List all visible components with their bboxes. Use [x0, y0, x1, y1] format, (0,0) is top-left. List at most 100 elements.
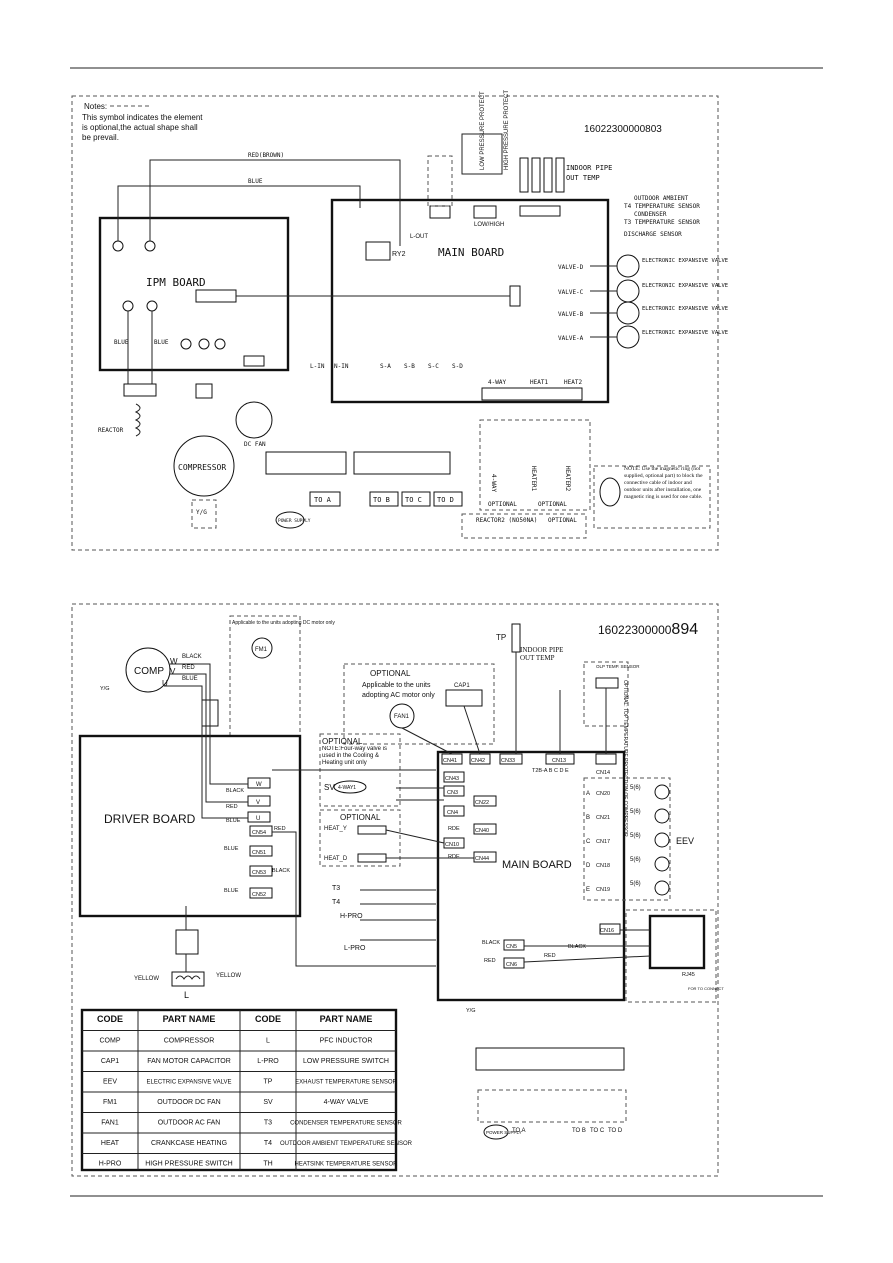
- parts-table-cell: L-PRO: [257, 1058, 279, 1065]
- wiring-lines-2: [164, 652, 651, 972]
- cap1-label: CAP1: [454, 683, 470, 689]
- eev-label-1: ELECTRONIC EXPANSIVE VALVE: [642, 258, 728, 264]
- cn33-label: CN33: [501, 758, 515, 764]
- heater2-label: HEATER2: [564, 466, 571, 492]
- power-supply-1: [275, 511, 305, 529]
- u-terminal-label: U: [256, 816, 260, 822]
- tp-label: TP: [496, 633, 506, 642]
- notes-line-3: be prevail.: [82, 133, 119, 142]
- to-c-label: TO C: [405, 496, 422, 504]
- t4-label: OUTDOOR AMBIENT: [634, 195, 689, 202]
- power-supply-2-label: POWER SUPPLY: [486, 1130, 522, 1135]
- cn3-conn: [443, 785, 465, 797]
- w-black: BLACK: [226, 788, 244, 794]
- eev-column: [590, 254, 640, 349]
- fan1-label: FAN1: [394, 714, 410, 720]
- terminal-block-power: [265, 451, 347, 475]
- cn6-red: RED: [484, 958, 496, 964]
- cn14-conn: [595, 753, 617, 765]
- parts-table-cell: OUTDOOR DC FAN: [157, 1099, 220, 1106]
- cn44-terminal: [112, 240, 124, 252]
- comp-w: W: [170, 657, 178, 666]
- indoor-pipe-label: INDOOR PIPE: [566, 164, 612, 172]
- valve-b-label: VALVE-B: [558, 311, 584, 318]
- parts-table-cell: CAP1: [101, 1058, 119, 1065]
- cn2-terminal: [122, 300, 134, 312]
- four-way-valve: [333, 780, 367, 794]
- t4-sub-label: T4 TEMPERATURE SENSOR: [624, 203, 700, 210]
- four-way-label-1: 4-WAY: [488, 379, 506, 386]
- t4-sensor: T4: [332, 899, 340, 906]
- parts-table-cell: CRANKCASE HEATING: [151, 1140, 227, 1147]
- rj45-opt-box: [625, 909, 717, 1003]
- sv-label: SV: [324, 783, 335, 792]
- wires-b: 5(6): [630, 809, 641, 815]
- reactor-coil: [134, 403, 141, 437]
- comp-blue-label: BLUE: [182, 676, 198, 682]
- cn22-conn: [473, 795, 497, 807]
- cn53-black: BLACK: [272, 868, 290, 874]
- notes-title: Notes:: [84, 102, 107, 111]
- compressor-ferrite: [195, 383, 213, 399]
- valve-d-label: VALVE-D: [558, 264, 584, 271]
- parts-table-cell: T3: [264, 1120, 272, 1127]
- l-pro-label: L-PRO: [344, 945, 366, 952]
- cn51-label: CN51: [252, 850, 266, 856]
- u-blue: BLUE: [226, 818, 241, 824]
- eev-valves-2: [583, 777, 671, 901]
- comp-yg: Y/G: [100, 686, 109, 692]
- fm1-label: FM1: [255, 647, 268, 653]
- cn40-conn: [473, 823, 497, 835]
- rj45-board: [648, 914, 706, 970]
- dc-fan-1: [235, 401, 273, 439]
- cn1-ipm: [195, 289, 237, 303]
- high-pressure-label: HIGH PRESSURE PROTECT: [504, 90, 510, 170]
- parts-table-cell: HEAT: [101, 1140, 120, 1147]
- cn43-label: CN43: [445, 776, 459, 782]
- cn20-label: CN20: [596, 791, 610, 797]
- to-b-2: TO B: [572, 1128, 586, 1134]
- l-out-label: L-OUT: [410, 234, 428, 240]
- cn54-label: CN54: [252, 830, 266, 836]
- cn1-cn10-row: [481, 387, 583, 401]
- heat-d-coil: [357, 853, 387, 863]
- compressor-1: [173, 435, 235, 497]
- valve-b-letter: B: [586, 815, 590, 821]
- notes-line-1: This symbol indicates the element: [82, 113, 203, 122]
- cn14-connector: [473, 205, 497, 219]
- parts-table-cell: TP: [264, 1079, 273, 1086]
- parts-table-cell: 4-WAY VALVE: [324, 1099, 369, 1106]
- to-d-label: TO D: [437, 496, 454, 504]
- dc-fan-opt-box: [229, 615, 301, 747]
- rde-label-2: RDE: [448, 854, 460, 860]
- reactor2-region: [461, 513, 587, 539]
- fm1-fan: [251, 637, 273, 659]
- blue-wire: [117, 185, 361, 241]
- ipm-board-label: IPM BOARD: [146, 276, 206, 289]
- to-c-box: [401, 491, 431, 507]
- cn-right-conn: [509, 285, 521, 307]
- cn3-label: CN3: [447, 790, 458, 796]
- cn45-terminal: [144, 240, 156, 252]
- u-terminal-2: [247, 811, 271, 823]
- comp-label: COMP: [134, 666, 164, 677]
- magnetic-ring-note: NOTE: Use the magnetic ring (not supplie…: [624, 466, 703, 500]
- w-terminal: [214, 338, 226, 350]
- optional-label-2: OPTIONAL: [538, 501, 567, 508]
- wires-a: 5(6): [630, 785, 641, 791]
- reactor-ferrite: [123, 383, 157, 397]
- to-a-2: TO A: [512, 1128, 526, 1134]
- parts-table-cell: COMP: [100, 1038, 121, 1045]
- power-supply-2: [483, 1124, 509, 1140]
- cn53-label: CN53: [252, 870, 266, 876]
- rj45-connect: FOR TO CONNECT: [688, 986, 724, 991]
- yg-bottom: Y/G: [466, 1008, 475, 1014]
- diagram-1: Notes: This symbol indicates the element…: [71, 90, 728, 551]
- to-c-2: TO C: [590, 1128, 605, 1134]
- comp-black-label: BLACK: [182, 654, 202, 660]
- valve-c-label: VALVE-C: [558, 289, 584, 296]
- terminal-s-d: S-D: [452, 363, 463, 370]
- cn10-label: CN10: [445, 842, 459, 848]
- parts-table-cell: OUTDOOR AC FAN: [158, 1120, 221, 1127]
